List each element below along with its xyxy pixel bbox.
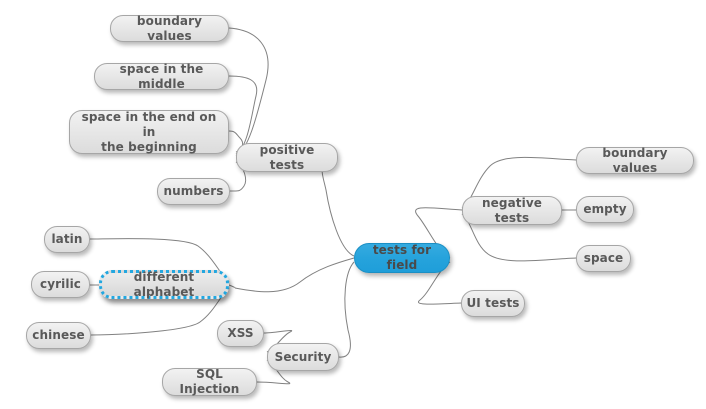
mindmap-node-label: UI tests — [466, 296, 520, 310]
edge-root-to-positive_tests — [321, 157, 355, 257]
mindmap-node-empty[interactable]: empty — [576, 196, 634, 223]
mindmap-node-negative-tests[interactable]: negative tests — [462, 196, 562, 225]
mindmap-node-label: cyrilic — [39, 277, 81, 291]
mindmap-node-label: SQL Injection — [179, 367, 240, 396]
mindmap-node-label: chinese — [32, 328, 85, 342]
mindmap-node-label: empty — [583, 202, 627, 216]
mindmap-node-label: numbers — [163, 184, 224, 198]
mindmap-node-label: space — [583, 251, 624, 265]
mindmap-node-label: tests for field — [372, 243, 432, 272]
mindmap-node-xss[interactable]: XSS — [217, 320, 264, 347]
mindmap-node-root[interactable]: tests for field — [354, 243, 450, 273]
mindmap-node-label: boundary values — [136, 13, 203, 43]
mindmap-node-label: space in the end on in the beginning — [81, 109, 217, 154]
mindmap-node-sql-injection[interactable]: SQL Injection — [162, 367, 257, 396]
mindmap-node-different-alphabet[interactable]: different alphabet — [99, 270, 229, 299]
mindmap-node-label: boundary values — [602, 145, 668, 175]
mindmap-node-label: latin — [51, 232, 83, 246]
mindmap-node-numbers[interactable]: numbers — [157, 178, 230, 205]
mindmap-node-label: XSS — [227, 326, 254, 340]
mindmap-node-label: negative tests — [482, 195, 542, 225]
edge-positive_tests-to-boundary_values_pos — [228, 27, 269, 157]
mindmap-node-label: space in the middle — [119, 61, 204, 91]
mindmap-node-space-in-the-middle[interactable]: space in the middle — [94, 61, 229, 91]
mindmap-node-label: positive tests — [259, 142, 315, 172]
mindmap-node-boundary-values-pos[interactable]: boundary values — [110, 13, 229, 43]
mindmap-node-positive-tests[interactable]: positive tests — [236, 143, 338, 172]
mindmap-node-space[interactable]: space — [576, 245, 631, 272]
mindmap-node-latin[interactable]: latin — [44, 226, 90, 253]
mindmap-node-security[interactable]: Security — [267, 343, 339, 371]
mindmap-node-label: different alphabet — [133, 269, 195, 299]
edge-root-to-security — [338, 261, 355, 358]
mindmap-node-space-end-beginning[interactable]: space in the end on in the beginning — [69, 110, 229, 154]
mindmap-node-ui-tests[interactable]: UI tests — [461, 290, 525, 317]
mindmap-node-cyrilic[interactable]: cyrilic — [31, 271, 90, 298]
mindmap-node-chinese[interactable]: chinese — [26, 322, 91, 349]
mindmap-node-boundary-values-neg[interactable]: boundary values — [576, 145, 694, 175]
edge-root-to-different_alphabet — [228, 257, 355, 293]
mindmap-node-label: Security — [274, 349, 332, 364]
